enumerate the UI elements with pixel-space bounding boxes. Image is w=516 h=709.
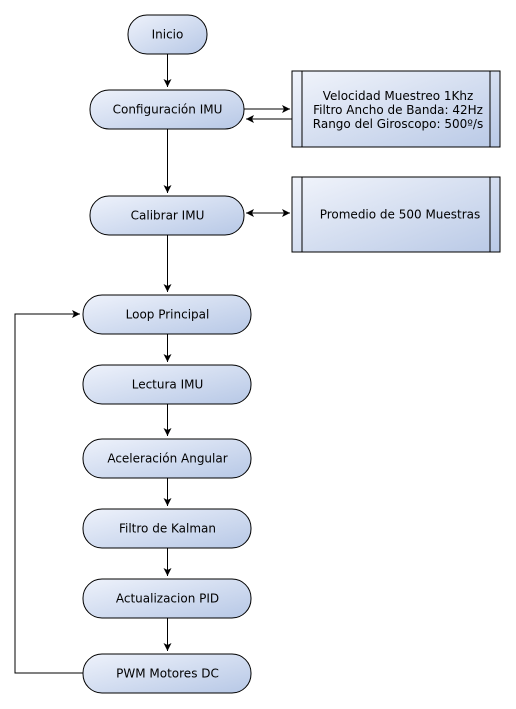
node-pwm-motores-label: PWM Motores DC	[116, 667, 219, 681]
note-config-line3: Rango del Giroscopo: 500º/s	[313, 117, 483, 131]
node-config-imu-label: Configuración IMU	[113, 103, 223, 117]
note-config-line2: Filtro Ancho de Banda: 42Hz	[313, 103, 483, 117]
node-actualizacion-pid-label: Actualizacion PID	[116, 592, 219, 606]
note-calibrar-line1: Promedio de 500 Muestras	[320, 208, 481, 222]
node-aceleracion-angular: Aceleración Angular	[82, 438, 252, 479]
connectors	[14, 54, 292, 674]
node-inicio: Inicio	[127, 14, 208, 55]
node-config-imu: Configuración IMU	[89, 89, 245, 130]
node-calibrar-imu-label: Calibrar IMU	[131, 209, 205, 223]
node-inicio-label: Inicio	[152, 28, 184, 42]
node-loop-principal-label: Loop Principal	[126, 308, 210, 322]
note-config-imu: Velocidad Muestreo 1Khz Filtro Ancho de …	[291, 70, 501, 148]
node-aceleracion-angular-label: Aceleración Angular	[107, 452, 227, 466]
node-lectura-imu: Lectura IMU	[82, 364, 252, 405]
node-filtro-kalman: Filtro de Kalman	[82, 508, 252, 549]
note-calibrar-imu: Promedio de 500 Muestras	[291, 176, 501, 253]
node-calibrar-imu: Calibrar IMU	[89, 195, 245, 236]
node-loop-principal: Loop Principal	[82, 294, 252, 335]
node-lectura-imu-label: Lectura IMU	[132, 378, 204, 392]
connector-pwm-loop-back	[14, 310, 83, 674]
node-pwm-motores: PWM Motores DC	[82, 653, 252, 694]
note-config-line1: Velocidad Muestreo 1Khz	[323, 89, 474, 103]
node-filtro-kalman-label: Filtro de Kalman	[119, 522, 216, 536]
node-actualizacion-pid: Actualizacion PID	[82, 578, 252, 619]
